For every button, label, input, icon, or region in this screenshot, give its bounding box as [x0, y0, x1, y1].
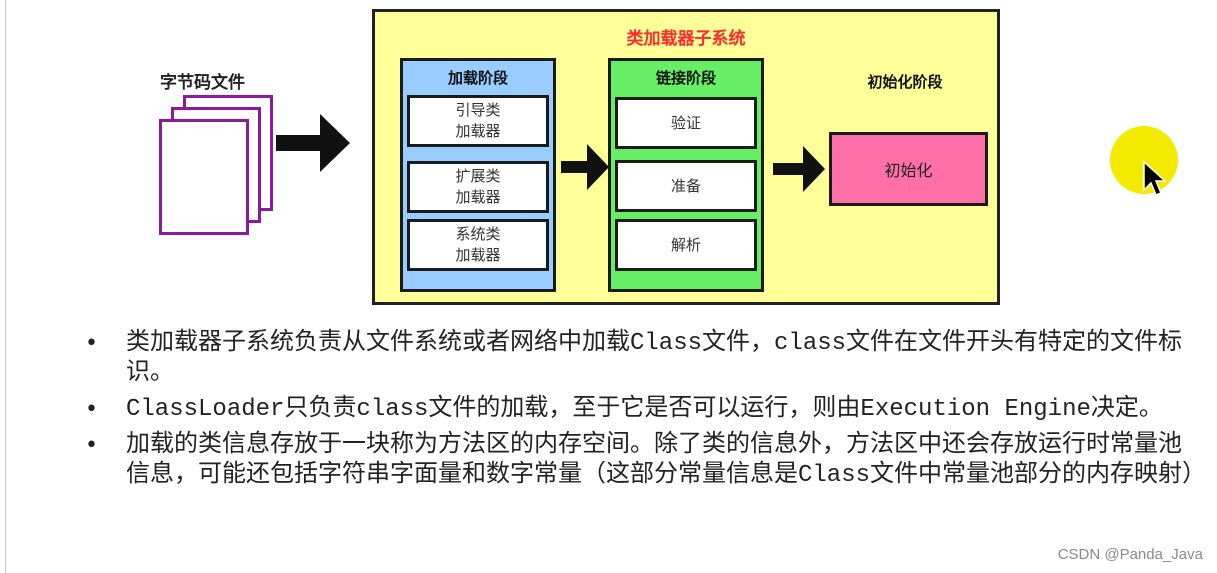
- initialization-step-box: 初始化: [829, 132, 988, 206]
- bullet-text: ClassLoader只负责class文件的加载，至于它是否可以运行，则由Exe…: [126, 396, 1163, 423]
- right-arrow-icon: [561, 144, 609, 190]
- prepare-step-label: 准备: [670, 176, 701, 195]
- initialization-step-label: 初始化: [884, 161, 933, 180]
- file-page-front: [159, 119, 249, 235]
- extension-loader-box: 扩展类 加载器: [407, 161, 549, 213]
- right-arrow-icon: [276, 114, 350, 172]
- bootstrap-loader-label: 引导类 加载器: [455, 101, 501, 140]
- linking-stage-title: 链接阶段: [655, 69, 716, 87]
- system-loader-label: 系统类 加载器: [455, 225, 501, 264]
- loading-stage-title: 加载阶段: [447, 69, 508, 87]
- bootstrap-loader-box: 引导类 加载器: [407, 95, 549, 147]
- bullet-item: • ClassLoader只负责class文件的加载，至于它是否可以运行，则由E…: [85, 395, 1195, 425]
- bullet-item: • 加载的类信息存放于一块称为方法区的内存空间。除了类的信息外，方法区中还会存放…: [85, 431, 1206, 491]
- mouse-pointer-icon: [1143, 160, 1166, 196]
- bullet-text: 加载的类信息存放于一块称为方法区的内存空间。除了类的信息外，方法区中还会存放运行…: [126, 432, 1207, 489]
- system-loader-box: 系统类 加载器: [407, 219, 549, 271]
- bullet-marker: •: [85, 331, 98, 356]
- bullet-list: • 类加载器子系统负责从文件系统或者网络中加载Class文件，class文件在文…: [85, 329, 1206, 497]
- resolve-step-box: 解析: [615, 219, 757, 271]
- prepare-step-box: 准备: [615, 160, 757, 212]
- watermark: CSDN @Panda_Java: [1057, 546, 1203, 563]
- extension-loader-label: 扩展类 加载器: [455, 167, 501, 206]
- bytecode-files-label: 字节码文件: [160, 73, 245, 93]
- bullet-marker: •: [85, 397, 98, 422]
- subsystem-title: 类加载器子系统: [626, 29, 746, 49]
- right-arrow-icon: [773, 146, 825, 192]
- bullet-text: 类加载器子系统负责从文件系统或者网络中加载Class文件，class文件在文件开…: [126, 330, 1183, 387]
- bullet-item: • 类加载器子系统负责从文件系统或者网络中加载Class文件，class文件在文…: [85, 329, 1195, 389]
- verify-step-box: 验证: [615, 97, 757, 149]
- bullet-marker: •: [85, 433, 98, 458]
- resolve-step-label: 解析: [670, 235, 701, 254]
- verify-step-label: 验证: [670, 113, 701, 132]
- init-stage-title: 初始化阶段: [867, 73, 943, 91]
- left-divider: [5, 0, 6, 573]
